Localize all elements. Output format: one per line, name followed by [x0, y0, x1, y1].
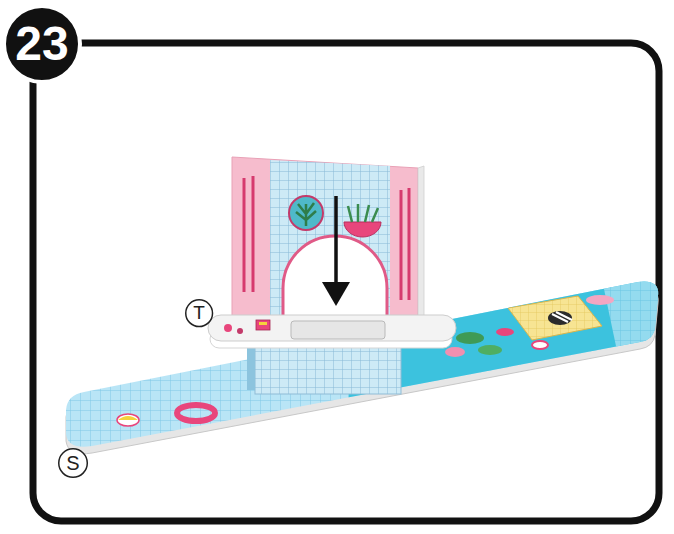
sink-slot — [291, 321, 385, 339]
step-number: 23 — [2, 4, 82, 84]
part-letter-text: S — [66, 453, 79, 473]
counter-top — [208, 315, 456, 341]
insert-arrow — [334, 196, 338, 284]
counter-base — [255, 346, 401, 394]
wall-panel — [232, 157, 418, 330]
part-letter-text: T — [193, 303, 205, 322]
insert-arrowhead — [322, 282, 350, 306]
plant-pot-decal — [344, 222, 381, 237]
part-letter: S — [58, 448, 88, 478]
step-frame — [33, 43, 659, 521]
plant-decal — [289, 196, 323, 230]
wall-tiles — [270, 160, 390, 328]
part-letter: T — [185, 299, 213, 327]
counter-base-side — [247, 346, 255, 390]
wall-edge — [418, 166, 424, 322]
step-number-text: 23 — [15, 20, 68, 68]
